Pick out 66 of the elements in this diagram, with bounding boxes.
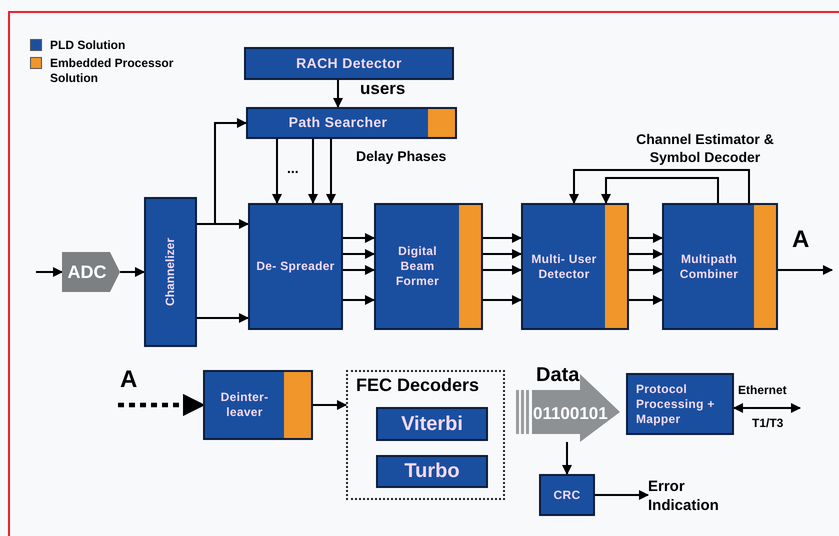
node-text: 01100101 (533, 403, 608, 425)
arrow (601, 177, 719, 204)
arrow (733, 403, 801, 413)
arrow (778, 265, 833, 275)
arrow (308, 139, 318, 204)
node-text: Multipath Combiner (678, 252, 740, 282)
process-box (246, 107, 457, 139)
arrow (272, 139, 282, 204)
arrow (595, 490, 649, 500)
process-box (244, 47, 454, 80)
node-text: FEC Decoders (356, 374, 480, 397)
node-text: Digital Beam Former (394, 244, 440, 289)
node-text: Error Indication (648, 478, 720, 516)
annotation-label: T1/T3 (752, 416, 784, 431)
arrow (629, 295, 663, 305)
annotation-label: ... (287, 160, 299, 178)
arrow (118, 394, 206, 416)
converter-pentagon (62, 252, 120, 292)
arrow (313, 400, 347, 410)
arrow (483, 265, 522, 275)
arrow (36, 267, 63, 277)
node-text: Multi- User Detector (530, 252, 598, 282)
process-box (626, 373, 734, 435)
annotation-label: Channel Estimator & Symbol Decoder (635, 131, 775, 166)
legend-text: PLD Solution (50, 38, 126, 53)
arrow (120, 267, 145, 277)
process-box (374, 203, 483, 330)
process-box (521, 203, 629, 330)
node-text: ADC (68, 260, 106, 284)
process-box (203, 370, 313, 440)
process-box (144, 197, 197, 347)
node-text: Channelizer (163, 238, 178, 306)
arrow (629, 233, 663, 243)
arrow (197, 219, 249, 229)
legend-text: Embedded Processor Solution (50, 56, 174, 86)
arrow (483, 249, 522, 259)
arrow (197, 313, 249, 323)
annotation-label: Delay Phases (356, 148, 446, 166)
arrow (326, 139, 336, 204)
arrow (483, 295, 522, 305)
node-text: RACH Detector (296, 54, 402, 72)
process-box (376, 455, 488, 488)
arrow (562, 442, 572, 475)
process-box (539, 474, 595, 516)
group-box (346, 370, 505, 500)
arrow (343, 249, 375, 259)
node-text: CRC (554, 488, 580, 502)
arrow (343, 233, 375, 243)
arrow (333, 80, 343, 108)
process-box (248, 203, 343, 330)
node-text: Path Searcher (288, 114, 388, 132)
node-text: Turbo (404, 459, 460, 484)
node-text: De- Spreader (256, 259, 335, 274)
arrow (483, 233, 522, 243)
node-text: Data (536, 363, 580, 388)
arrow (343, 295, 375, 305)
edge-label: Ethernet (738, 384, 787, 396)
arrow (629, 265, 663, 275)
process-box (662, 203, 778, 330)
arrow (569, 169, 750, 204)
node-text: Viterbi (401, 412, 463, 436)
process-box (376, 407, 488, 441)
node-text: Protocol Processing + Mapper (636, 382, 716, 426)
node-text: Deinter- leaver (220, 390, 270, 420)
arrow (343, 265, 375, 275)
arrow (629, 249, 663, 259)
